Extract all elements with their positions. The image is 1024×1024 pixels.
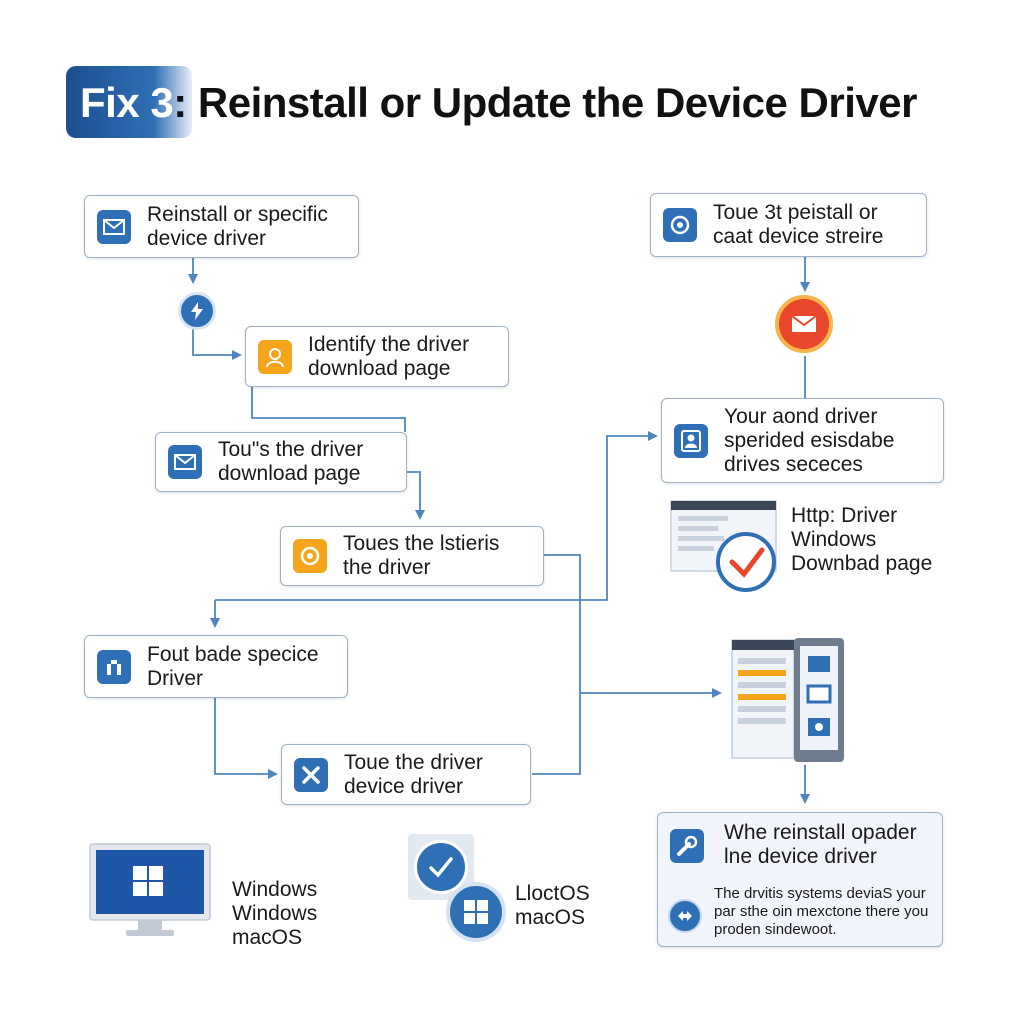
wire-s4-r2 (215, 431, 658, 601)
alert-mail-icon (775, 295, 833, 353)
title-text: Fix 3: Reinstall or Update the Device Dr… (66, 79, 917, 127)
sync-icon (668, 899, 702, 933)
tools-icon (670, 829, 704, 863)
bolt-node-icon (178, 292, 216, 330)
page-title: Fix 3: Reinstall or Update the Device Dr… (66, 66, 917, 140)
hands-icon (97, 649, 131, 684)
refresh-icon (293, 539, 327, 573)
refresh-icon (663, 208, 697, 242)
windows-logo-icon (446, 882, 506, 942)
wire-s3-s4 (405, 471, 425, 520)
check-app-tile (408, 834, 474, 900)
webpage-illustration (670, 500, 777, 592)
person-headset-icon (258, 339, 292, 374)
device-illustration (731, 638, 844, 762)
wrench-icon (294, 757, 328, 792)
wire-s1-s2 (192, 326, 242, 360)
windows-monitor-icon (89, 843, 211, 936)
check-icon (414, 840, 468, 894)
title-badge (66, 66, 192, 138)
envelope-icon (168, 445, 202, 479)
wire-s5-s6 (214, 698, 278, 779)
title-main-label: : Reinstall or Update the Device Driver (173, 79, 917, 126)
envelope-icon (97, 209, 131, 244)
wire-s4-right (532, 554, 581, 775)
wire-s2-s3 (251, 386, 406, 432)
user-icon (674, 423, 708, 458)
title-fix-label: Fix 3 (80, 79, 174, 126)
